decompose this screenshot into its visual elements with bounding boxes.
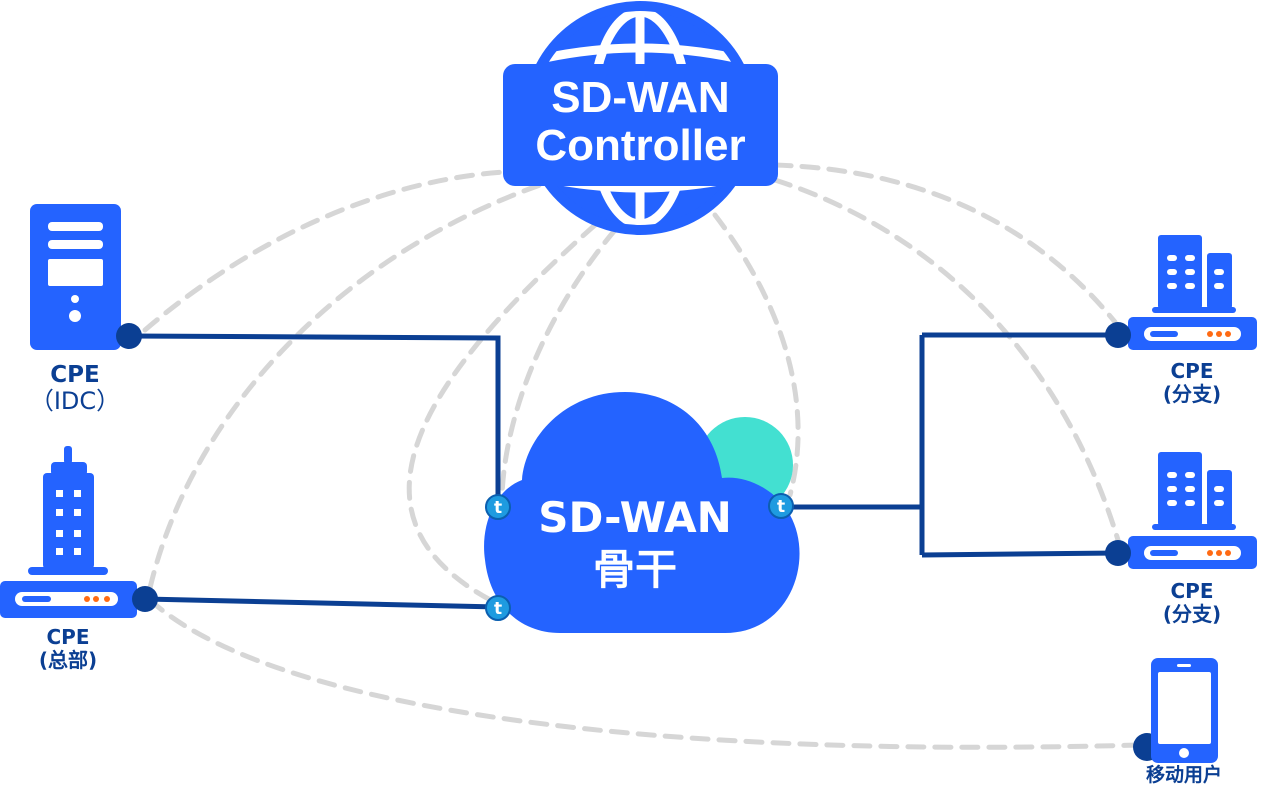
dashed-link-controller-backbone-right: [712, 212, 801, 498]
dashed-link-controller-branch2: [772, 177, 1121, 543]
node-title: CPE: [50, 362, 100, 388]
server-icon: [30, 204, 121, 350]
tunnel-port-right: t: [768, 493, 794, 519]
controller-title-line2: Controller: [535, 120, 746, 170]
dashed-link-hq-mobile: [147, 597, 1143, 750]
svg-text:t: t: [494, 498, 502, 518]
backbone-title: SD-WAN 骨干: [510, 492, 760, 596]
node-subtitle: (分支): [1162, 602, 1222, 626]
controller-label-plate: [503, 64, 778, 186]
port-dot-hq: [132, 586, 158, 612]
controller-title: SD-WAN Controller: [503, 74, 778, 169]
port-dot-idc: [116, 323, 142, 349]
node-label-hq: CPE (总部): [8, 626, 128, 672]
buildings-router-icon: [1128, 235, 1257, 350]
dashed-link-controller-backbone-left: [406, 222, 598, 608]
cloud-icon: [484, 392, 800, 633]
node-title: CPE: [46, 625, 90, 649]
tunnel-port-left-bottom: t: [485, 595, 511, 621]
tunnel-port-left-top: t: [485, 494, 511, 520]
port-dot-branch1: [1105, 322, 1131, 348]
node-label-branch2: CPE (分支): [1132, 580, 1252, 626]
node-title: CPE: [1170, 579, 1214, 603]
node-subtitle: (分支): [1162, 382, 1222, 406]
backbone-title-line2: 骨干: [592, 545, 677, 594]
svg-text:t: t: [494, 599, 502, 619]
building-router-icon: [0, 446, 137, 618]
smartphone-icon: [1151, 658, 1218, 763]
node-subtitle: (总部): [38, 648, 98, 672]
node-label-idc: CPE （IDC）: [15, 362, 135, 416]
backbone-title-line1: SD-WAN: [538, 493, 732, 542]
dashed-link-controller-hq: [147, 182, 543, 591]
dashed-link-controller-idc: [142, 169, 508, 333]
dashed-link-controller-branch1: [772, 162, 1118, 325]
buildings-router-icon: [1128, 452, 1257, 569]
solid-link-idc-backbone: [129, 333, 501, 505]
node-title: 移动用户: [1145, 764, 1222, 786]
node-subtitle: （IDC）: [29, 387, 121, 416]
node-label-branch1: CPE (分支): [1132, 360, 1252, 406]
node-title: CPE: [1170, 359, 1214, 383]
controller-title-line1: SD-WAN: [551, 73, 730, 122]
port-dot-branch2: [1105, 540, 1131, 566]
solid-link-hq-backbone: [144, 596, 499, 610]
dashed-link-controller-backbone-left2: [499, 227, 618, 498]
node-label-mobile: 移动用户: [1124, 764, 1244, 787]
svg-text:t: t: [777, 497, 785, 517]
solid-link-backbone-branches: [784, 332, 1119, 558]
